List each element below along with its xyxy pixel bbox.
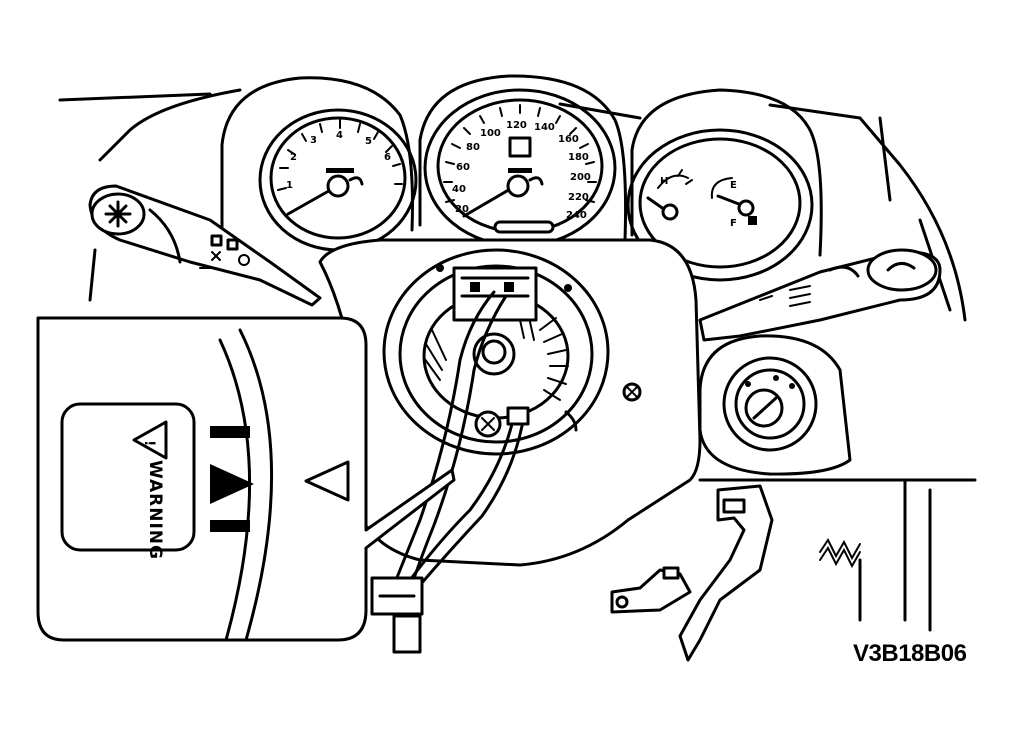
speedo-indicator-window <box>508 136 532 158</box>
callout-frame <box>36 316 456 642</box>
speedo-scale-labels: 20 40 60 80 100 120 140 160 180 200 220 … <box>452 120 591 221</box>
washer-icon <box>828 265 860 278</box>
temp-fuel-gauge: H E F <box>626 128 814 282</box>
speedo-label: 240 <box>566 210 587 221</box>
tach-scale-labels: 1 2 3 4 5 6 <box>286 130 391 191</box>
tach-ticks <box>277 119 403 191</box>
fuel-label: E <box>730 180 737 191</box>
column-bracket <box>610 484 774 662</box>
speedo-label: 20 <box>455 204 469 215</box>
wiring-harness <box>370 290 524 654</box>
warning-triangle-icon <box>132 420 168 460</box>
speedometer: 20 40 60 80 100 120 140 160 180 200 220 … <box>423 88 617 248</box>
speedo-label: 180 <box>568 152 589 163</box>
clock-spring-ribbon-lines <box>423 317 569 401</box>
ignition-switch <box>698 334 852 476</box>
speedo-warning-bar <box>508 168 532 173</box>
parking-icon <box>238 254 250 266</box>
tach-label: 3 <box>310 135 317 146</box>
center-alignment-arrow <box>304 460 350 502</box>
speedo-needle-hub <box>506 174 530 198</box>
light-switch-stalk <box>88 184 322 307</box>
tach-label: 1 <box>286 180 293 191</box>
warning-label-callout: ! WARNING <box>36 316 456 642</box>
fuel-label: F <box>730 218 737 229</box>
warning-label <box>60 402 196 552</box>
fuel-gauge: E F <box>710 177 757 229</box>
tach-label: 6 <box>384 152 391 163</box>
clock-spring-assembly <box>382 248 642 456</box>
tach-label: 2 <box>290 152 297 163</box>
speedo-label: 200 <box>570 172 591 183</box>
tach-label: 4 <box>336 130 343 141</box>
clock-spring-inner-ring <box>398 264 594 444</box>
speedo-label: 100 <box>480 128 501 139</box>
speedo-label: 60 <box>456 162 470 173</box>
alignment-mark-bottom <box>210 520 250 532</box>
speedo-label: 140 <box>534 122 555 133</box>
speedo-needle <box>462 186 514 218</box>
figure-reference-code: V3B18B06 <box>853 640 967 667</box>
gauge-hoods <box>220 74 823 257</box>
odometer-window <box>493 220 555 234</box>
temp-needle-hub <box>661 203 679 221</box>
alignment-mark-top <box>210 426 250 438</box>
speedo-label: 120 <box>506 120 527 131</box>
harness-connector-plug <box>392 614 422 654</box>
wiper-icon <box>886 262 916 272</box>
temp-label: H <box>660 176 668 187</box>
speedo-label: 220 <box>568 192 589 203</box>
fuel-needle-hub <box>737 199 755 217</box>
horn-contact <box>506 406 530 426</box>
dashboard-outline <box>58 88 977 632</box>
alignment-arrow <box>210 464 254 504</box>
wiper-knob <box>866 248 938 292</box>
tach-label: 5 <box>365 136 372 147</box>
key-slot <box>752 396 778 420</box>
high-beam-icon <box>226 238 239 251</box>
tach-needle <box>286 186 336 216</box>
speedo-label: 160 <box>558 134 579 145</box>
fog-icon <box>211 251 221 261</box>
tachometer: 1 2 3 4 5 6 <box>258 108 418 252</box>
fuel-pump-icon <box>748 216 757 225</box>
tach-needle-hub <box>326 174 350 198</box>
light-icon <box>104 200 132 228</box>
svg-text:!: ! <box>141 440 157 446</box>
tach-warning-bar <box>326 168 354 173</box>
speedo-label: 40 <box>452 184 466 195</box>
wiper-switch-stalk <box>698 248 942 342</box>
warning-label-text: WARNING <box>145 460 165 560</box>
temp-gauge: H <box>646 169 693 221</box>
speedo-ticks <box>443 104 597 203</box>
headlight-icon <box>210 234 223 247</box>
speedo-label: 80 <box>466 142 480 153</box>
spring-clip <box>819 538 861 569</box>
